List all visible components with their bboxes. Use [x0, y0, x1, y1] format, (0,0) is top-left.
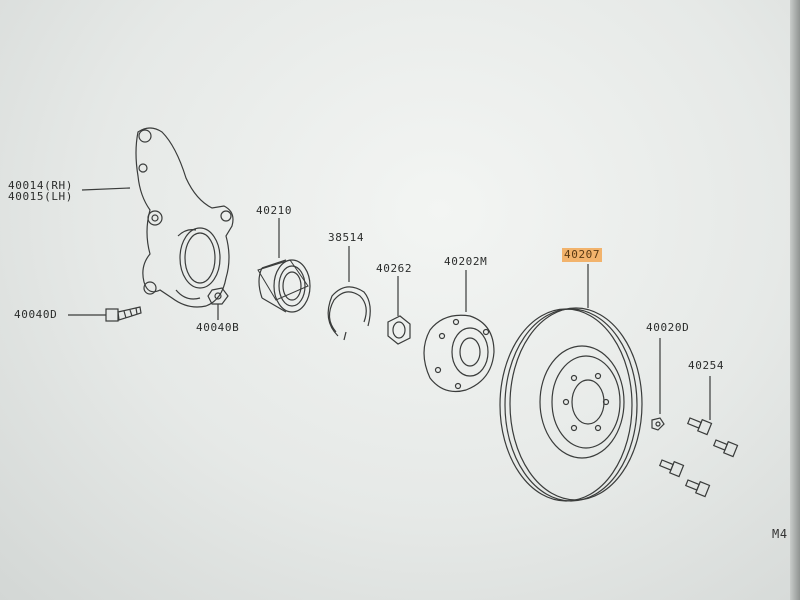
- wheel-bolts-40254: [658, 376, 739, 498]
- nut-40040b: [207, 287, 229, 320]
- label-40040b: 40040B: [196, 321, 240, 334]
- snap-ring-38514: [327, 246, 371, 341]
- monitor-bezel: [790, 0, 800, 600]
- label-40254: 40254: [688, 359, 725, 372]
- label-40015-lh: 40015(LH): [8, 190, 74, 203]
- label-40020d: 40020D: [646, 321, 690, 334]
- label-40210: 40210: [256, 204, 293, 217]
- label-38514: 38514: [328, 231, 365, 244]
- rotor-screw-40020d: [651, 338, 665, 431]
- label-40014-rh: 40014(RH): [8, 179, 74, 192]
- label-40040d: 40040D: [14, 308, 58, 321]
- wheel-bearing-40210: [257, 218, 311, 313]
- label-40202m: 40202M: [444, 255, 488, 268]
- wheel-hub-40202m: [423, 270, 495, 393]
- bolt-40040d: [68, 306, 142, 322]
- label-40262: 40262: [376, 262, 413, 275]
- page-code: M4: [772, 527, 788, 541]
- hub-nut-40262: [387, 276, 411, 345]
- label-40207-highlighted: 40207: [562, 248, 603, 262]
- steering-knuckle: [135, 127, 234, 308]
- brake-rotor-40207: [499, 264, 643, 502]
